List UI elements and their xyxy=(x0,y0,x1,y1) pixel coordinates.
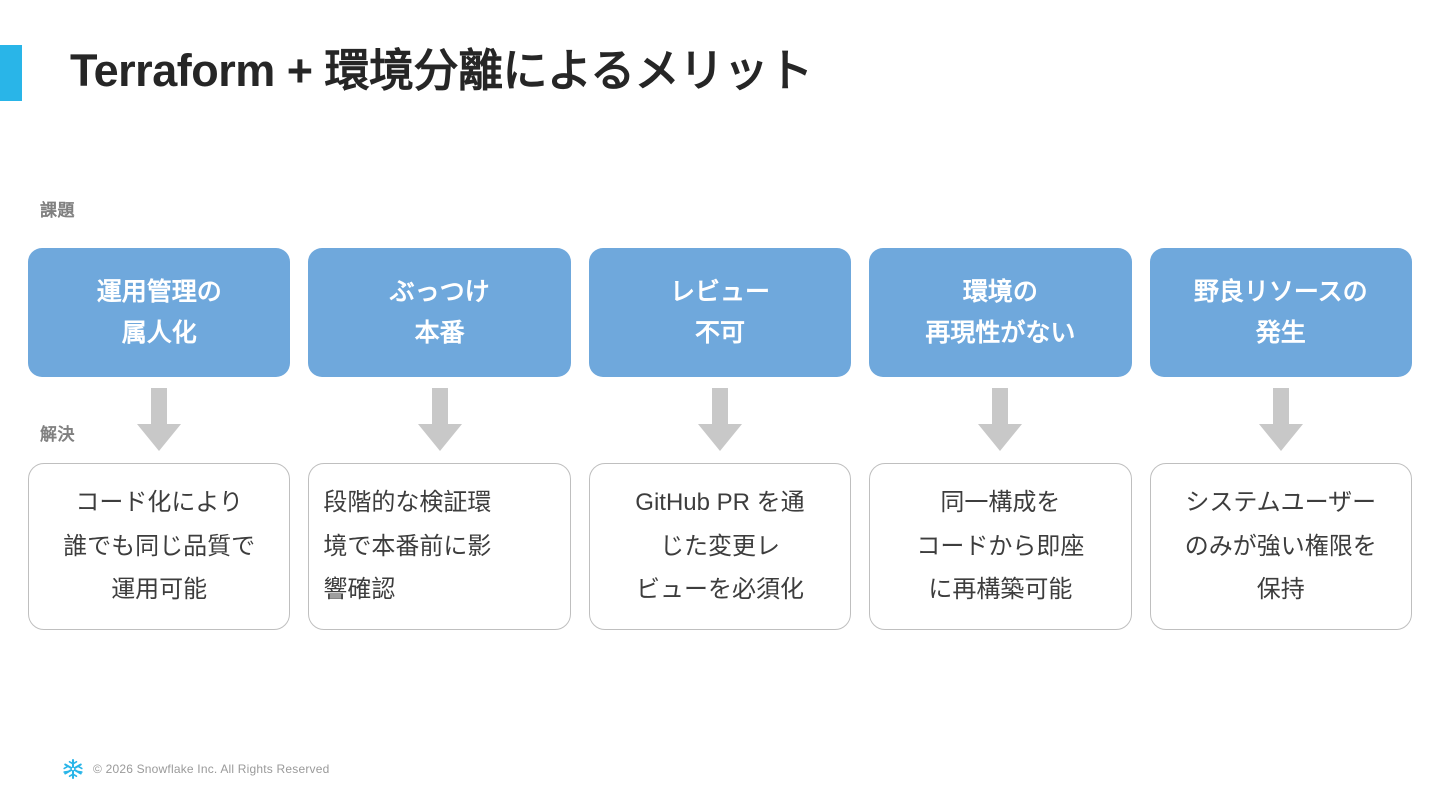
solution-card-2-line-1: 段階的な検証環 xyxy=(323,488,492,516)
solution-card-2-line-3: 響確認 xyxy=(323,576,396,604)
arrow-down-icon xyxy=(978,388,1023,451)
flow-column-5: 野良リソースの 発生 システムユーザー のみが強い権限を 保持 xyxy=(1149,248,1412,630)
solution-card-2-line-2: 境で本番前に影 xyxy=(323,532,492,560)
challenge-card-1-line-2: 属人化 xyxy=(121,318,197,347)
flow-column-1: 運用管理の 属人化 コード化により 誰でも同じ品質で 運用可能 xyxy=(28,248,291,630)
flow-column-2: ぶっつけ 本番 段階的な検証環 境で本番前に影 響確認 xyxy=(308,248,571,630)
footer: © 2026 Snowflake Inc. All Rights Reserve… xyxy=(62,758,330,780)
challenge-card-3[interactable]: レビュー 不可 xyxy=(588,248,852,377)
solution-card-3[interactable]: GitHub PR を通 じた変更レ ビューを必須化 xyxy=(588,463,852,630)
challenge-card-4-line-2: 再現性がない xyxy=(925,318,1076,347)
flow-column-3: レビュー 不可 GitHub PR を通 じた変更レ ビューを必須化 xyxy=(588,248,852,630)
challenge-card-1-line-1: 運用管理の xyxy=(96,278,222,306)
challenge-card-4-line-1: 環境の xyxy=(962,278,1038,306)
arrow-container-1 xyxy=(28,377,290,463)
solution-section-label: 解決 xyxy=(40,425,75,444)
arrow-container-4 xyxy=(869,377,1131,463)
arrow-down-icon xyxy=(417,388,462,451)
arrow-container-2 xyxy=(308,377,570,463)
solution-card-5-line-3: 保持 xyxy=(1256,576,1305,604)
arrow-down-icon xyxy=(1258,388,1303,451)
arrow-container-3 xyxy=(589,377,851,463)
solution-card-5-line-1: システムユーザー xyxy=(1185,488,1377,516)
solution-card-3-line-2: じた変更レ xyxy=(659,532,780,560)
challenge-card-5-line-1: 野良リソースの xyxy=(1193,278,1368,306)
arrow-down-icon xyxy=(697,388,742,451)
solution-card-3-line-3: ビューを必須化 xyxy=(635,576,804,604)
challenge-card-3-line-1: レビュー xyxy=(669,278,770,306)
challenge-card-5-line-2: 発生 xyxy=(1255,318,1306,347)
challenge-section-label: 課題 xyxy=(40,201,75,220)
challenge-card-1[interactable]: 運用管理の 属人化 xyxy=(28,248,291,377)
solution-card-1-line-2: 誰でも同じ品質で xyxy=(63,532,256,560)
solution-card-1-line-3: 運用可能 xyxy=(111,576,208,604)
solution-card-5[interactable]: システムユーザー のみが強い権限を 保持 xyxy=(1149,463,1412,630)
solution-card-4-line-3: に再構築可能 xyxy=(928,576,1073,604)
solution-card-4-line-1: 同一構成を xyxy=(940,488,1061,516)
arrow-container-5 xyxy=(1150,377,1412,463)
challenge-card-4[interactable]: 環境の 再現性がない xyxy=(869,248,1132,377)
footer-copyright-text: © 2026 Snowflake Inc. All Rights Reserve… xyxy=(93,762,330,776)
challenge-card-3-line-2: 不可 xyxy=(694,318,745,347)
solution-card-3-line-1: GitHub PR を通 xyxy=(635,488,805,516)
challenge-card-5[interactable]: 野良リソースの 発生 xyxy=(1149,248,1412,377)
solution-card-5-line-2: のみが強い権限を xyxy=(1184,532,1377,560)
solution-card-1-line-1: コード化により xyxy=(75,488,243,516)
challenge-card-2-line-2: 本番 xyxy=(414,318,465,347)
title-accent-bar xyxy=(0,45,22,101)
solution-card-4[interactable]: 同一構成を コードから即座 に再構築可能 xyxy=(869,463,1132,630)
solution-card-1[interactable]: コード化により 誰でも同じ品質で 運用可能 xyxy=(28,463,291,630)
page-title: Terraform + 環境分離によるメリット xyxy=(70,45,813,96)
challenge-card-2[interactable]: ぶっつけ 本番 xyxy=(308,248,571,377)
flow-column-4: 環境の 再現性がない 同一構成を コードから即座 に再構築可能 xyxy=(869,248,1132,630)
flow-grid: 運用管理の 属人化 コード化により 誰でも同じ品質で 運用可能 ぶっつけ 本番 … xyxy=(28,248,1412,630)
solution-card-4-line-2: コードから即座 xyxy=(916,532,1085,560)
arrow-down-icon xyxy=(137,388,182,451)
challenge-card-2-line-1: ぶっつけ xyxy=(389,278,490,306)
snowflake-logo-icon xyxy=(63,759,83,779)
solution-card-2[interactable]: 段階的な検証環 境で本番前に影 響確認 xyxy=(308,463,571,630)
